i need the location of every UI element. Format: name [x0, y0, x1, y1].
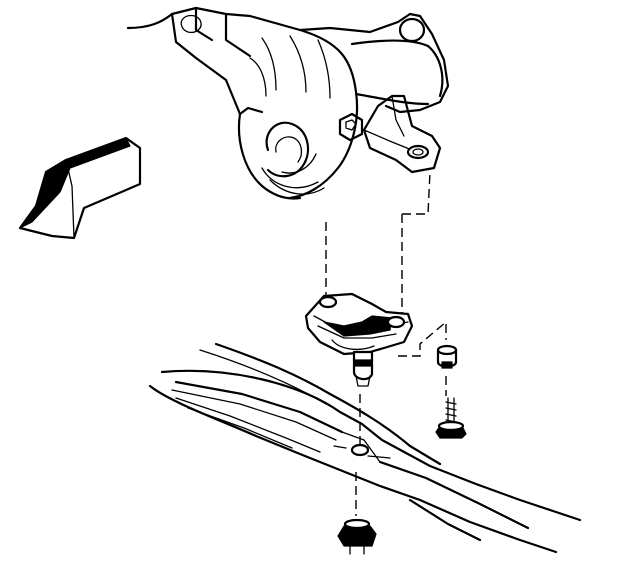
mount-bushing: [304, 292, 414, 356]
alignment-guides: [325, 171, 447, 516]
lower-nut: [337, 518, 377, 555]
bushing-stud: [352, 350, 374, 387]
frame-crossmember: [148, 342, 582, 554]
differential-housing: [126, 6, 450, 200]
mount-bracket: [362, 94, 442, 174]
bolt-washer: [436, 344, 458, 369]
mount-bolt: [435, 397, 467, 439]
direction-arrow: [18, 136, 142, 240]
